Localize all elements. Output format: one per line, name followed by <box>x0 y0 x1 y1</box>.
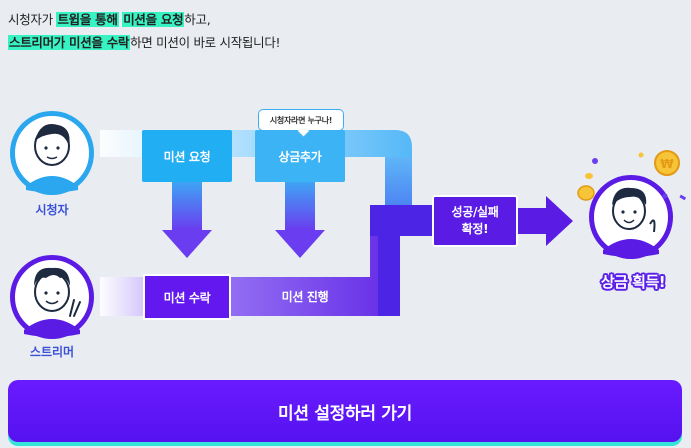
intro-line1-post: 하고, <box>184 12 211 27</box>
viewer-label: 시청자 <box>35 203 69 217</box>
result-line-1: 성공/실패 <box>451 205 499 219</box>
streamer-label: 스트리머 <box>29 345 75 359</box>
mission-progress-step: 미션 진행 <box>281 289 329 304</box>
gold-coin-icon: ₩ <box>654 150 680 176</box>
intro-highlight-2: 미션을 요청 <box>122 12 185 27</box>
confetti-dot-icon <box>638 152 644 158</box>
bonus-add-step: 상금추가 <box>255 130 345 182</box>
intro-highlight-1: 트윕을 통해 <box>56 12 119 27</box>
result-line-2: 확정! <box>461 222 489 236</box>
confetti-dot-icon <box>592 158 598 164</box>
arrow-down-bonus <box>275 182 325 258</box>
viewer-avatar <box>10 111 94 195</box>
winner-avatar <box>589 175 673 259</box>
mission-accept-step: 미션 수락 <box>143 274 231 320</box>
gold-coin-icon-2 <box>577 185 595 201</box>
gold-coin-icon-3 <box>585 173 593 179</box>
result-confirm-step: 성공/실패 확정! <box>432 195 518 247</box>
go-to-mission-settings-button[interactable]: 미션 설정하러 가기 <box>8 380 682 442</box>
intro-line-1: 시청자가 트윕을 통해 미션을 요청하고, <box>8 8 280 31</box>
intro-line1-pre: 시청자가 <box>8 12 57 27</box>
prize-label: 상금 획득! <box>600 273 666 291</box>
right-vertical-band <box>385 157 412 212</box>
confetti-piece-icon <box>679 194 687 201</box>
intro-highlight-3: 스트리머가 미션을 수락 <box>8 35 131 50</box>
arrow-to-prize <box>518 196 573 246</box>
intro-line2-post: 하면 미션이 바로 시작됩니다! <box>130 35 281 50</box>
mission-request-step: 미션 요청 <box>142 130 232 182</box>
intro-text: 시청자가 트윕을 통해 미션을 요청하고, 스트리머가 미션을 수락하면 미션이… <box>8 8 281 54</box>
confetti-dot-icon <box>662 193 668 199</box>
intro-line-2: 스트리머가 미션을 수락하면 미션이 바로 시작됩니다! <box>8 31 281 54</box>
streamer-avatar <box>10 255 94 339</box>
arrow-down-request <box>162 182 212 258</box>
bonus-tooltip-bubble: 시청자라면 누구나! <box>258 109 344 131</box>
mission-flow-diagram: ₩ <box>10 111 687 339</box>
svg-text:₩: ₩ <box>660 157 674 171</box>
